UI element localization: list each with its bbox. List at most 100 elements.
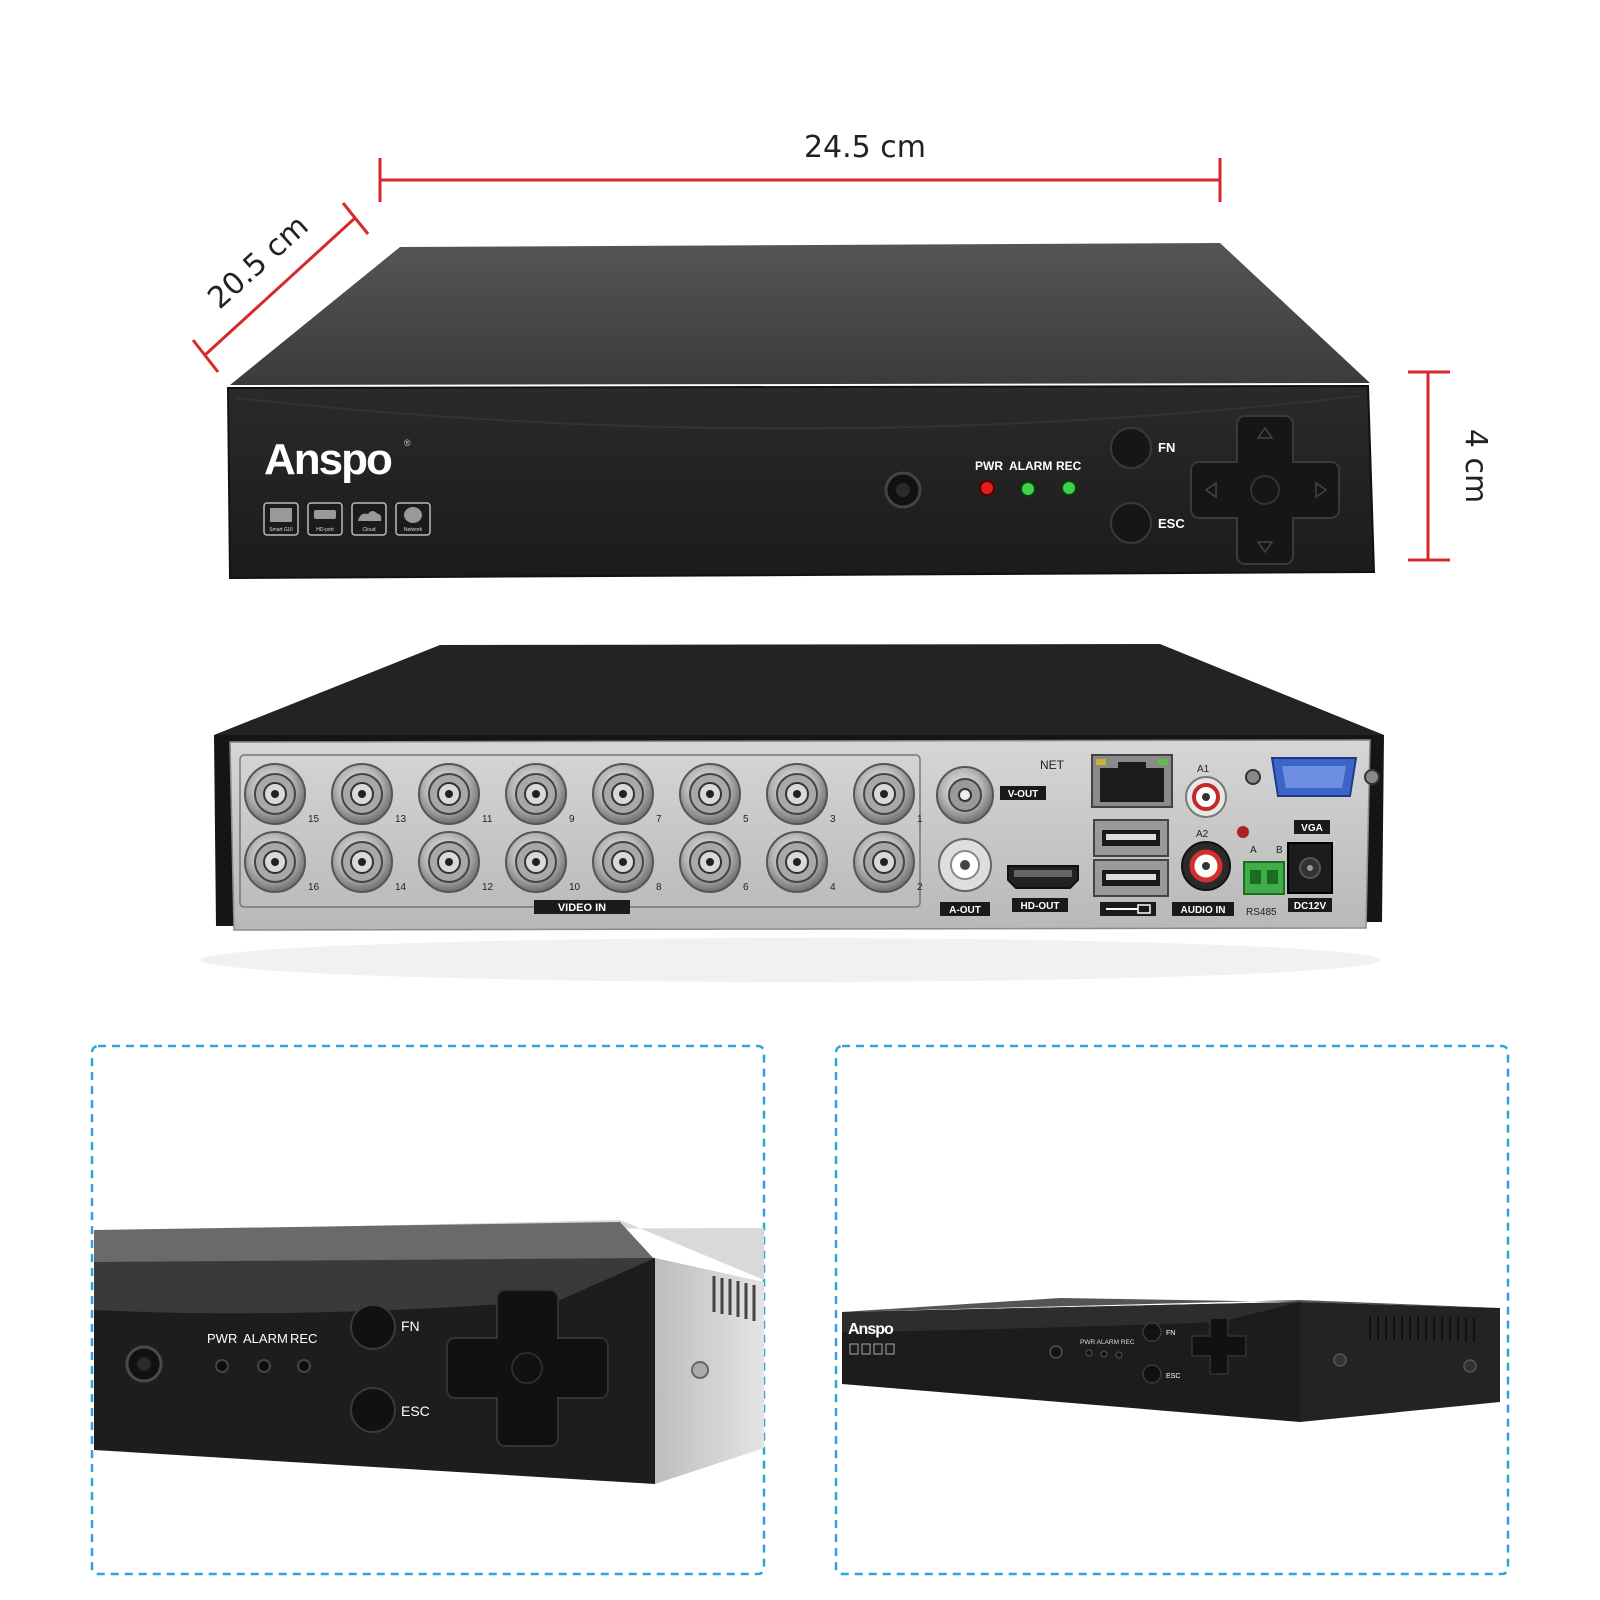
vga-port[interactable] — [1245, 757, 1380, 797]
dc12v-tag — [1288, 898, 1332, 912]
bnc-number-label: 7 — [656, 814, 662, 825]
detail-right-brand: Anspo — [848, 1321, 894, 1338]
detail-right-device: Anspo PWR ALARM REC FN ESC — [842, 1298, 1500, 1422]
detail-left-fn-label: FN — [401, 1318, 420, 1334]
bnc-connector-10[interactable] — [505, 831, 567, 893]
a-out-label: A-OUT — [949, 905, 981, 916]
bnc-connector-13[interactable] — [331, 763, 393, 825]
pwr-led — [979, 480, 995, 496]
esc-button[interactable]: ESC — [1110, 502, 1185, 544]
detail-left-fn-button[interactable]: FN — [350, 1304, 420, 1350]
hd-port-icon: HD-port — [307, 502, 343, 536]
dpad[interactable] — [1190, 415, 1340, 565]
rs485-b-label: B — [1276, 845, 1283, 856]
side-screw — [691, 1361, 709, 1379]
fn-label: FN — [1158, 440, 1175, 455]
rec-led — [1061, 480, 1077, 496]
audio-in-label: AUDIO IN — [1181, 905, 1226, 916]
bnc-number-label: 16 — [308, 882, 320, 893]
network-label: Network — [404, 527, 423, 533]
rs485-terminal[interactable] — [1243, 861, 1285, 895]
v-out-connector[interactable] — [936, 766, 994, 824]
width-dimension: 24.5 cm — [378, 130, 1222, 202]
bnc-number-label: 15 — [308, 814, 320, 825]
ethernet-port[interactable] — [1091, 754, 1173, 808]
bnc-connector-2[interactable] — [853, 831, 915, 893]
rs485-label: RS485 — [1246, 907, 1277, 918]
bnc-connector-4[interactable] — [766, 831, 828, 893]
rs485-a-label: A — [1250, 845, 1257, 856]
detail-right-dpad[interactable] — [1191, 1317, 1247, 1375]
vga-tag — [1294, 820, 1330, 834]
bnc-connector-7[interactable] — [592, 763, 654, 825]
usb-port-2[interactable] — [1093, 859, 1169, 897]
detail-right-esc-label: ESC — [1166, 1373, 1180, 1380]
status-leds: PWR ALARM REC — [975, 459, 1082, 497]
detail-left-rec-led — [297, 1359, 311, 1373]
bnc-number-label: 13 — [395, 814, 407, 825]
bnc-connector-15[interactable] — [244, 763, 306, 825]
audio-in-tag — [1172, 902, 1234, 916]
bnc-connector-5[interactable] — [679, 763, 741, 825]
a-out-tag — [940, 902, 990, 916]
dvr-front-panel — [226, 384, 1376, 580]
dc-power-jack[interactable] — [1287, 842, 1333, 894]
a-out-connector[interactable] — [938, 838, 992, 892]
up-arrow-icon[interactable] — [1256, 426, 1274, 439]
ir-receiver-icon — [884, 471, 922, 509]
bnc-connector-8[interactable] — [592, 831, 654, 893]
video-in-tag — [534, 900, 630, 914]
alarm-led — [1020, 481, 1036, 497]
bnc-connector-3[interactable] — [766, 763, 828, 825]
led-label-alarm: ALARM — [1009, 459, 1052, 473]
audio-in-a2-jack[interactable] — [1181, 841, 1231, 891]
right-arrow-icon[interactable] — [1315, 481, 1328, 499]
depth-label: 20.5 cm — [201, 209, 315, 317]
detail-left-esc-button[interactable]: ESC — [350, 1387, 430, 1433]
bnc-number-label: 2 — [917, 882, 923, 893]
down-arrow-icon[interactable] — [1256, 541, 1274, 554]
left-arrow-icon[interactable] — [1204, 481, 1217, 499]
bnc-connector-11[interactable] — [418, 763, 480, 825]
feature-icons: Smart GUI HD-port Cloud Network — [263, 502, 431, 536]
smart-gui-label: Smart GUI — [269, 527, 293, 533]
led-label-rec: REC — [1056, 459, 1082, 473]
bnc-number-label: 12 — [482, 882, 494, 893]
video-in-label: VIDEO IN — [558, 902, 606, 914]
usb-icon — [1100, 902, 1156, 916]
vent-slots — [712, 1276, 756, 1321]
ok-button[interactable] — [1250, 475, 1280, 505]
cloud-icon: Cloud — [351, 502, 387, 536]
bnc-number-label: 5 — [743, 814, 749, 825]
audio-in-a1-jack[interactable] — [1185, 776, 1227, 818]
bnc-connector-14[interactable] — [331, 831, 393, 893]
brand-logo: Anspo — [264, 435, 392, 484]
detail-left-closeup: PWR ALARM REC FN ESC — [94, 1220, 764, 1484]
bnc-number-label: 10 — [569, 882, 581, 893]
detail-left-dpad[interactable] — [446, 1289, 609, 1447]
network-icon: Network — [395, 502, 431, 536]
bnc-connector-9[interactable] — [505, 763, 567, 825]
bnc-number-label: 8 — [656, 882, 662, 893]
detail-right-frame: Anspo PWR ALARM REC FN ESC — [834, 1044, 1510, 1576]
dvr-top-surface — [230, 243, 1370, 385]
hdmi-port[interactable] — [1007, 865, 1079, 889]
bnc-connector-1[interactable] — [853, 763, 915, 825]
v-out-label: V-OUT — [1008, 789, 1039, 800]
fn-button[interactable]: FN — [1110, 427, 1175, 469]
detail-left-alarm-label: ALARM — [243, 1331, 288, 1346]
bnc-connector-16[interactable] — [244, 831, 306, 893]
dvr-front-view: Anspo ® Smart GUI HD-port Cloud Netwo — [226, 243, 1376, 580]
detail-right-leds-label: PWR ALARM REC — [1080, 1339, 1135, 1346]
audio-a2-label: A2 — [1196, 829, 1209, 840]
ir-receiver-icon — [125, 1345, 163, 1383]
bnc-connector-6[interactable] — [679, 831, 741, 893]
led-label-pwr: PWR — [975, 459, 1003, 473]
usb-port-1[interactable] — [1093, 819, 1169, 857]
detail-right-vents — [1369, 1316, 1475, 1342]
bnc-connector-12[interactable] — [418, 831, 480, 893]
